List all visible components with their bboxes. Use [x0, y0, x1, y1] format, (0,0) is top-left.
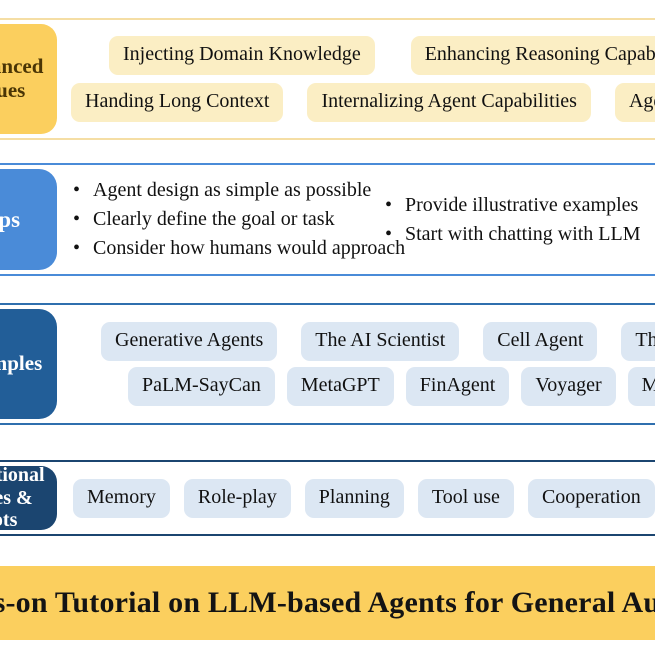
page-title: A Hands-on Tutorial on LLM-based Agents …	[0, 586, 655, 619]
section-content: Memory Role-play Planning Tool use Coope…	[61, 460, 655, 536]
section-functional-roles: Functional Roles & Bots Memory Role-play…	[0, 460, 655, 536]
chip-planning[interactable]: Planning	[304, 478, 404, 518]
section-content: Injecting Domain Knowledge Enhancing Rea…	[61, 18, 655, 140]
list-item: • Consider how humans would approach	[73, 234, 405, 263]
chip-enhancing-reasoning-capabilities[interactable]: Enhancing Reasoning Capabilities	[410, 36, 655, 75]
tip-text: Agent design as simple as possible	[93, 179, 372, 201]
section-body	[0, 163, 655, 276]
tips-grid: • Agent design as simple as possible • C…	[73, 176, 655, 263]
list-item: • Agent design as simple as possible	[73, 176, 385, 205]
chip-row: Memory Role-play Planning Tool use Coope…	[61, 478, 655, 518]
tips-column-left: • Agent design as simple as possible • C…	[73, 176, 405, 263]
chip-row: Handing Long Context Internalizing Agent…	[61, 83, 655, 122]
tip-text: Clearly define the goal or task	[93, 208, 335, 230]
tip-text: Start with chatting with LLM	[405, 222, 641, 245]
chip-cooperation[interactable]: Cooperation	[527, 478, 655, 518]
chip-palm-saycan[interactable]: PaLM-SayCan	[128, 367, 275, 406]
list-item: • Start with chatting with LLM	[385, 220, 655, 249]
chip-memory[interactable]: Memory	[73, 478, 170, 518]
chip-row: PaLM-SayCan MetaGPT FinAgent Voyager Mob…	[61, 367, 655, 406]
section-tips: Tips • Agent design as simple as possibl…	[0, 163, 655, 276]
chip-cell-agent[interactable]: Cell Agent	[483, 322, 598, 361]
chip-tool-use[interactable]: Tool use	[417, 478, 514, 518]
bullet-icon: •	[73, 237, 81, 259]
tip-text: Consider how humans would approach	[93, 237, 406, 259]
section-label-examples: Examples	[0, 309, 57, 419]
section-label-functional-roles: Functional Roles & Bots	[0, 464, 57, 531]
section-content: Generative Agents The AI Scientist Cell …	[61, 303, 655, 425]
section-content: • Agent design as simple as possible • C…	[61, 163, 655, 276]
tip-text: Provide illustrative examples	[405, 193, 639, 216]
list-item: • Clearly define the goal or task	[73, 205, 385, 234]
list-item: • Provide illustrative examples	[385, 191, 655, 220]
chip-the-ai-scientist[interactable]: The AI Scientist	[301, 322, 460, 361]
section-examples: Examples Generative Agents The AI Scient…	[0, 303, 655, 425]
chip-row: Injecting Domain Knowledge Enhancing Rea…	[61, 36, 655, 75]
title-banner: A Hands-on Tutorial on LLM-based Agents …	[0, 566, 655, 640]
chip-voyager[interactable]: Voyager	[521, 367, 616, 406]
chip-finagent[interactable]: FinAgent	[405, 367, 510, 406]
bullet-icon: •	[385, 222, 393, 245]
bullet-icon: •	[385, 193, 393, 216]
chip-theagentcompany[interactable]: TheAgentCompany	[621, 322, 655, 361]
chip-role-play[interactable]: Role-play	[183, 478, 291, 518]
chip-metagpt[interactable]: MetaGPT	[286, 367, 394, 406]
section-advanced-issues: Advanced Issues Injecting Domain Knowled…	[0, 18, 655, 140]
chip-agent-safety[interactable]: Agent Safety	[614, 83, 655, 122]
chip-row: Generative Agents The AI Scientist Cell …	[61, 322, 655, 361]
section-label-tips: Tips	[0, 169, 57, 270]
chip-generative-agents[interactable]: Generative Agents	[101, 322, 278, 361]
chip-handing-long-context[interactable]: Handing Long Context	[71, 83, 284, 122]
chip-injecting-domain-knowledge[interactable]: Injecting Domain Knowledge	[109, 36, 375, 75]
bullet-icon: •	[73, 179, 81, 201]
chip-mobileagent[interactable]: MobileAgent	[627, 367, 655, 406]
tips-column-right: • Provide illustrative examples • Start …	[385, 176, 655, 263]
chip-internalizing-agent-capabilities[interactable]: Internalizing Agent Capabilities	[307, 83, 591, 122]
bullet-icon: •	[73, 208, 81, 230]
section-label-advanced-issues: Advanced Issues	[0, 24, 57, 134]
